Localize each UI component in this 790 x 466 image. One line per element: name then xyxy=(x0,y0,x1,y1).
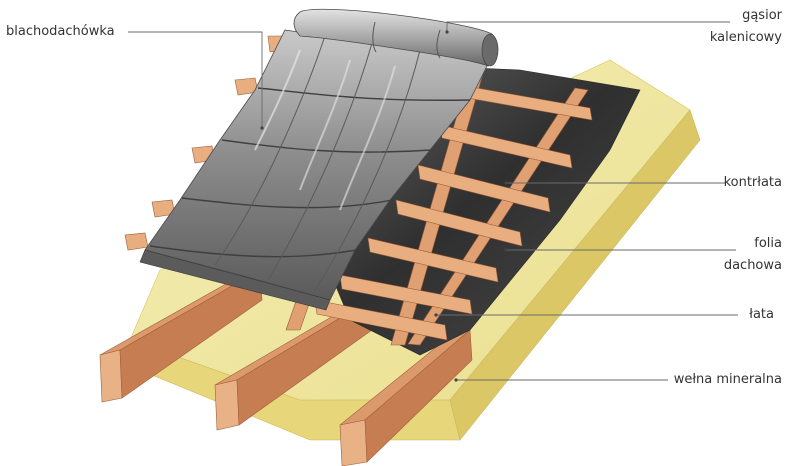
label-folia-line2: dachowa xyxy=(723,258,782,273)
leader-gasior xyxy=(446,21,730,32)
metal-tile-sheet xyxy=(139,29,491,311)
label-gasior-line1: gąsior xyxy=(742,8,782,23)
label-lata: łata xyxy=(749,307,774,322)
label-gasior-line2: kalenicowy xyxy=(709,30,782,45)
label-blachodachowka: blachodachówka xyxy=(6,24,115,39)
leader-blachodachowka xyxy=(128,31,263,128)
rafters xyxy=(99,269,473,466)
leader-lines xyxy=(128,21,738,382)
wool-right-face xyxy=(449,109,701,441)
label-folia-line1: folia xyxy=(754,236,782,251)
label-kontrlata: kontrłata xyxy=(723,175,782,190)
label-welna: wełna mineralna xyxy=(673,372,782,387)
battens xyxy=(124,35,593,341)
